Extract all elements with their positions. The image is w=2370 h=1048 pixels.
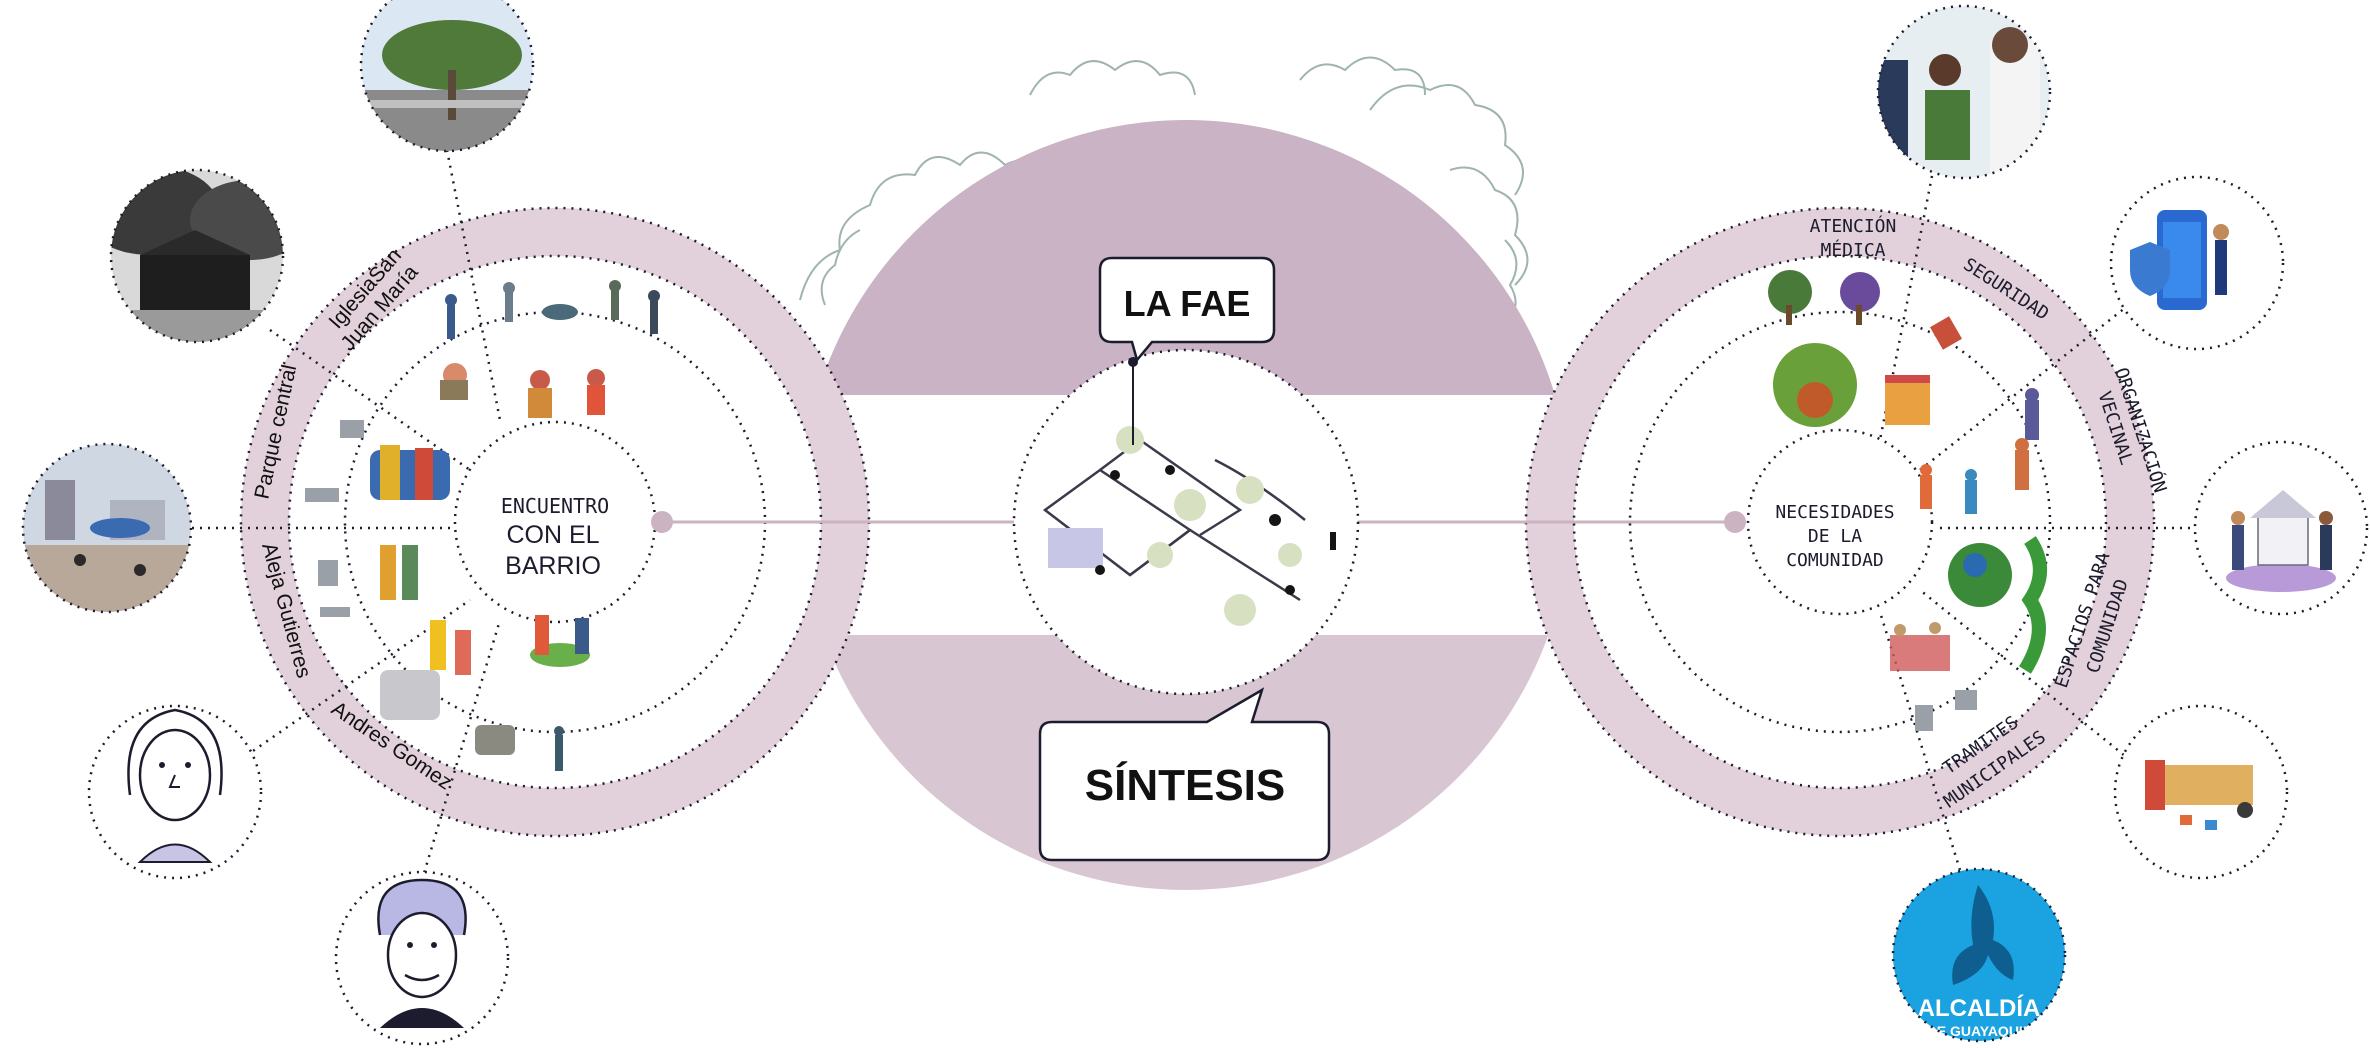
label-atencion-1: ATENCIÓN xyxy=(1810,215,1897,237)
label-atencion-2: MÉDICA xyxy=(1820,239,1885,261)
community-house-icon xyxy=(2193,440,2369,616)
right-hub-line2: DE LA xyxy=(1808,526,1862,547)
sintesis-label: SÍNTESIS xyxy=(1085,760,1286,810)
site-axonometric-sketch xyxy=(1042,438,1306,602)
photo-church xyxy=(109,168,285,344)
photo-park-crowd xyxy=(21,442,193,614)
left-hub-line3: BARRIO xyxy=(505,552,601,580)
site-people xyxy=(1095,465,1336,595)
photo-trees-street xyxy=(359,0,535,153)
left-hub-line1: ENCUENTRO xyxy=(501,494,609,518)
la-fae-bubble: LA FAE xyxy=(1098,256,1276,363)
alcaldia-logo: ALCALDÍA DE GUAYAQUIL xyxy=(1891,867,2067,1043)
playground-icon xyxy=(2113,704,2289,880)
logo-line2: DE GUAYAQUIL xyxy=(1927,1023,2032,1039)
right-hub-text: NECESIDADES DE LA COMUNIDAD xyxy=(1775,502,1894,571)
la-fae-label: LA FAE xyxy=(1124,283,1251,324)
photo-doctor-child xyxy=(1876,4,2052,180)
sintesis-bubble: SÍNTESIS xyxy=(1038,687,1331,862)
avatar-woman-icon xyxy=(87,704,263,880)
center-hub xyxy=(1012,348,1360,696)
right-illustrations xyxy=(1768,270,2047,731)
site-trees xyxy=(1116,426,1302,626)
left-hub-line2: CON EL xyxy=(506,521,599,549)
left-people-illustrations xyxy=(305,280,660,771)
logo-line1: ALCALDÍA xyxy=(1918,994,2041,1022)
security-phone-icon xyxy=(2109,175,2285,351)
right-hub-line3: COMUNIDAD xyxy=(1786,550,1884,571)
connector-node-right xyxy=(1724,511,1746,533)
connector-node-left xyxy=(651,511,673,533)
avatar-man-icon xyxy=(334,870,510,1046)
callout-node xyxy=(1128,357,1138,367)
left-hub-text: ENCUENTRO CON EL BARRIO xyxy=(501,494,609,580)
right-hub-line1: NECESIDADES xyxy=(1775,502,1894,523)
